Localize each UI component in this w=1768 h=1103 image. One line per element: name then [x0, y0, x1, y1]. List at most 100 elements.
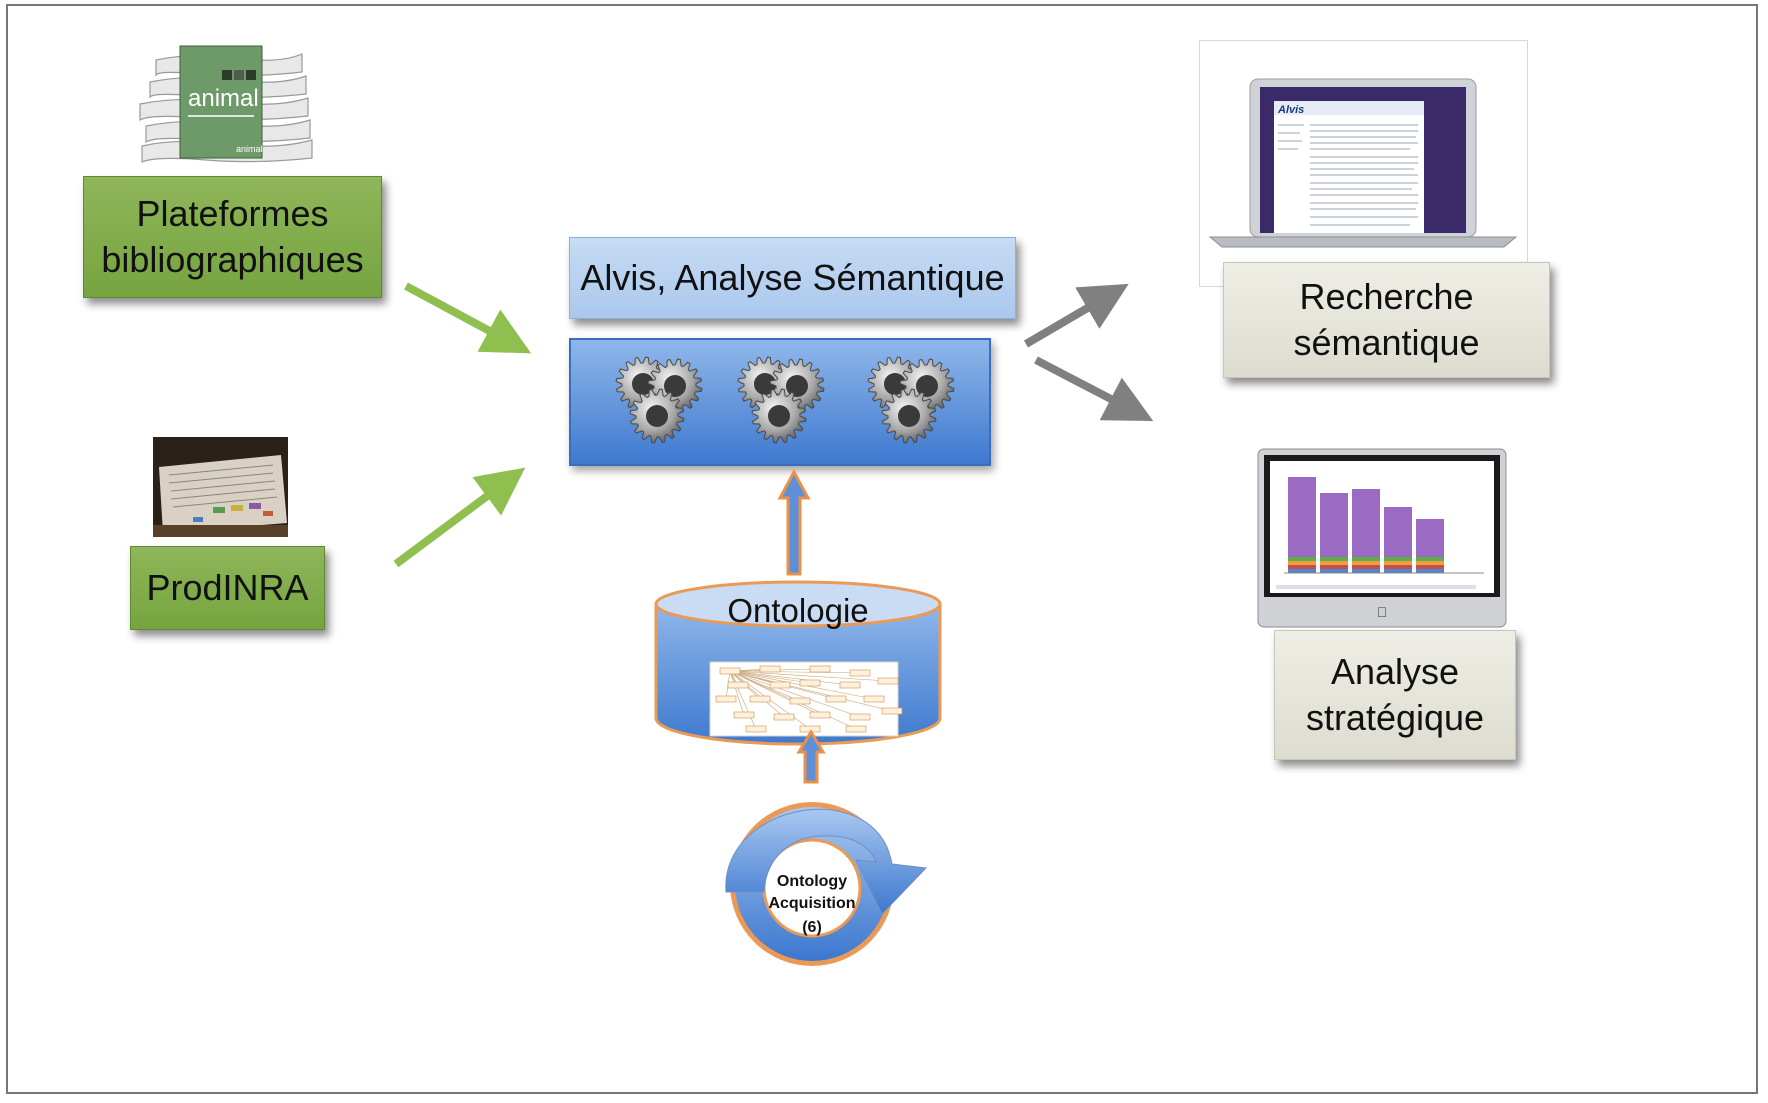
ontology-node [773, 713, 795, 721]
imac-bar-segment [1416, 557, 1444, 561]
svg-text::  [1377, 604, 1388, 620]
gear-hole [664, 375, 686, 397]
imac-bar-segment [1352, 557, 1380, 561]
gear-hole [898, 405, 920, 427]
imac-bar-segment [1352, 565, 1380, 569]
gear-hole [632, 373, 654, 395]
ontology-node [799, 679, 821, 687]
imac-bar-segment [1320, 557, 1348, 561]
ontology-node [809, 711, 831, 719]
svg-text:animal: animal [236, 144, 263, 154]
gear-hole [768, 405, 790, 427]
output-arrow-recherche [1023, 283, 1129, 348]
laptop-screenshot: Alvis [1199, 40, 1528, 287]
cycle-arrow-icon: Ontology Acquisition (6) [712, 796, 932, 968]
ontology-node [733, 711, 755, 719]
ontology-node [825, 695, 847, 703]
imac-bar [1352, 489, 1380, 557]
recherche-box: Recherche sémantique [1223, 262, 1550, 378]
alvis-box: Alvis, Analyse Sémantique [569, 237, 1016, 319]
ontology-edge [729, 670, 861, 674]
ontology-node [881, 707, 903, 715]
ontology-edge [729, 670, 801, 702]
ontology-edge [729, 670, 889, 682]
imac-bar [1384, 507, 1412, 557]
imac-bar-segment [1416, 569, 1444, 573]
imac-bar-segment [1288, 569, 1316, 573]
ontology-edge [729, 670, 851, 686]
imac-bar-segment [1320, 565, 1348, 569]
cycle-label-line1: Ontology [777, 873, 847, 890]
ontology-node [877, 677, 899, 685]
ontology-node [849, 669, 871, 677]
ontology-to-engine-arrow [777, 468, 811, 576]
imac-bar-segment [1384, 569, 1412, 573]
imac-bar-segment [1320, 561, 1348, 565]
alvis-label: Alvis, Analyse Sémantique [580, 257, 1005, 298]
imac-bar-segment [1288, 565, 1316, 569]
imac-bar-segment [1352, 569, 1380, 573]
ontology-node [745, 725, 767, 733]
ontology-node [863, 695, 885, 703]
plateformes-label: Plateformes bibliographiques [101, 193, 364, 280]
ontology-database: Ontologie [650, 578, 946, 750]
imac-bar-segment [1320, 569, 1348, 573]
input-arrow-prodinra [393, 467, 526, 568]
ontology-edge [729, 670, 861, 718]
cycle-label-line3: (6) [802, 919, 822, 936]
ontology-node [749, 695, 771, 703]
imac-chart-screenshot:  [1254, 447, 1510, 629]
plateformes-box: Plateformes bibliographiques [83, 176, 382, 298]
gear-cluster [615, 356, 955, 444]
imac-bar-segment [1352, 561, 1380, 565]
imac-bar [1288, 477, 1316, 557]
imac-bar-segment [1288, 557, 1316, 561]
ontology-node [839, 681, 861, 689]
cycle-to-ontology-arrow [796, 729, 826, 784]
output-arrow-analyse [1034, 356, 1154, 422]
ontology-node [769, 681, 791, 689]
slide-frame [6, 4, 1758, 1094]
gear-hole [646, 405, 668, 427]
ontology-graph-image [715, 665, 903, 733]
imac-bar-segment [1416, 565, 1444, 569]
ontology-node [759, 665, 781, 673]
ontology-edge [729, 670, 893, 712]
analyse-label: Analyse stratégique [1305, 651, 1485, 738]
analyse-box: Analyse stratégique [1274, 630, 1516, 760]
ontology-node [789, 697, 811, 705]
ontology-edge [729, 670, 785, 718]
imac-bar [1320, 493, 1348, 557]
cycle-label-line2: Acquisition [768, 895, 855, 912]
imac-bar-segment [1416, 561, 1444, 565]
gear-hole [916, 375, 938, 397]
journal-stack-image: animal animal [136, 34, 316, 168]
gear-hole [884, 373, 906, 395]
imac-bar [1416, 519, 1444, 557]
ontology-node [715, 695, 737, 703]
recherche-label: Recherche sémantique [1293, 276, 1480, 363]
gear-hole [754, 373, 776, 395]
ontology-edge [729, 670, 821, 716]
input-arrow-plateformes [404, 282, 532, 354]
prodinra-box: ProdINRA [130, 546, 325, 630]
ontology-node [845, 725, 867, 733]
ontology-edge [729, 670, 811, 684]
gear-hole [786, 375, 808, 397]
ontology-edge [729, 670, 745, 716]
ontologie-label: Ontologie [727, 592, 869, 629]
journal-title: animal [188, 85, 259, 112]
imac-bar-segment [1384, 565, 1412, 569]
imac-bar-segment [1384, 561, 1412, 565]
imac-bar-segment [1288, 561, 1316, 565]
ontology-edge [729, 670, 757, 730]
engine-box [569, 338, 991, 466]
ontology-node [719, 667, 741, 675]
ontology-node [809, 665, 831, 673]
imac-bar-segment [1384, 557, 1412, 561]
prodinra-label: ProdINRA [146, 567, 309, 608]
svg-text:Alvis: Alvis [1277, 104, 1304, 116]
ontology-node [727, 681, 749, 689]
printed-document-photo [153, 437, 288, 537]
